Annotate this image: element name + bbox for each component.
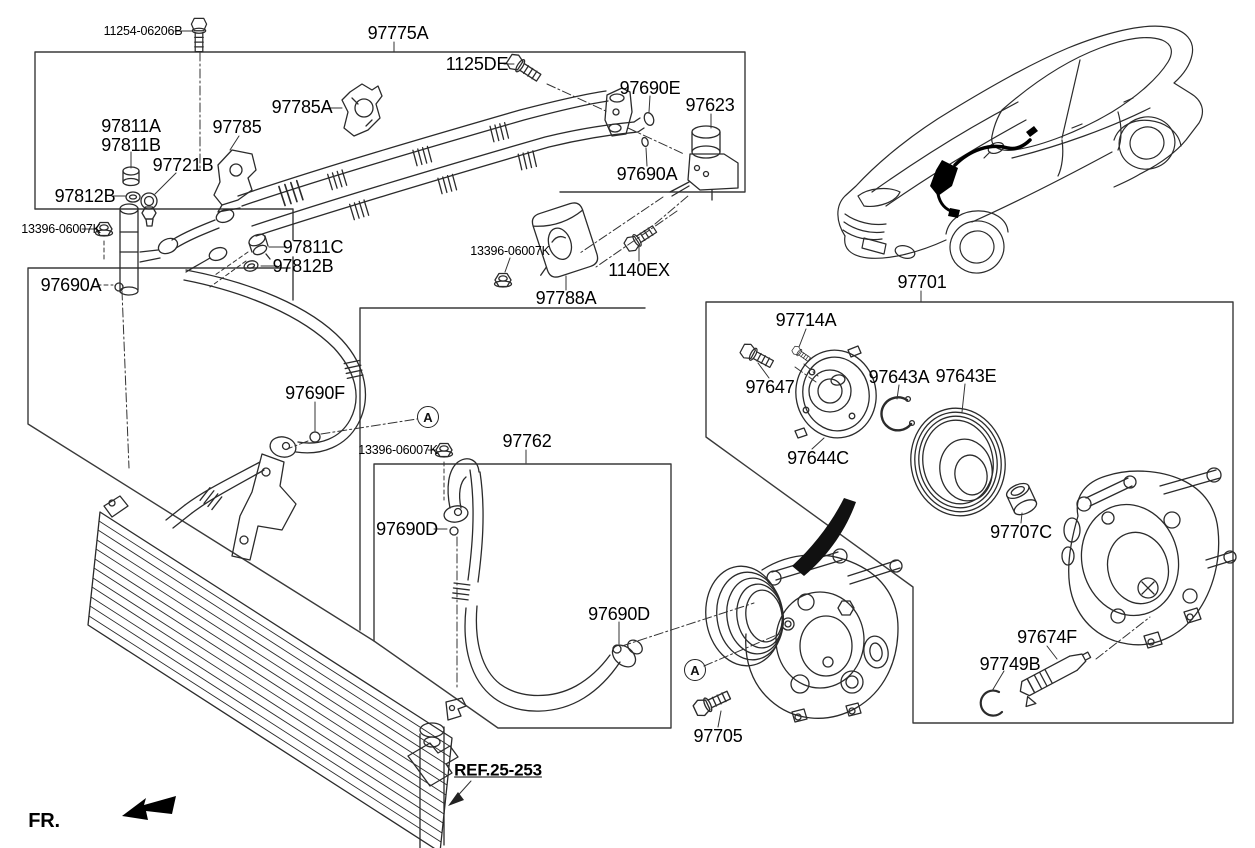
oring-97690f-icon	[309, 431, 321, 443]
part-label-97785: 97785	[212, 117, 262, 137]
part-label-97647: 97647	[745, 377, 795, 397]
part-label-97705: 97705	[693, 726, 743, 746]
bearing-97707c-icon	[1005, 482, 1038, 516]
part-label-97674f: 97674F	[1017, 627, 1077, 647]
receiver-drier-drawing	[407, 697, 467, 848]
valve-97674f-icon	[1019, 651, 1092, 708]
bracket-97785-icon	[213, 149, 257, 213]
oring-97690d-right-icon	[612, 644, 622, 654]
condenser-drawing	[87, 453, 467, 848]
banjo-fitting-icon	[443, 505, 469, 523]
box-compressor	[705, 301, 1234, 724]
part-label-97690e: 97690E	[619, 78, 681, 98]
box-middle	[359, 307, 646, 631]
fr-direction-arrow-icon	[122, 796, 176, 820]
ring-97812b-left-icon	[125, 191, 141, 203]
part-label-97811b: 97811B	[101, 135, 161, 155]
oring-97690a-left-icon	[114, 282, 124, 292]
valve-97623-icon	[669, 125, 739, 201]
part-label-97623: 97623	[685, 95, 735, 115]
dash-dot-axes	[121, 51, 1151, 691]
drier-tube-icon	[119, 203, 139, 296]
part-label-97714a: 97714A	[775, 310, 837, 330]
part-label-97788a: 97788A	[535, 288, 597, 308]
part-label-97775a: 97775A	[367, 23, 429, 43]
ring-97812b-2-icon	[243, 260, 259, 272]
pipe-end-manifold-icon	[604, 87, 645, 137]
part-label-97762: 97762	[502, 431, 552, 451]
condenser-clip-icon	[103, 495, 129, 518]
dashed-leaders	[96, 240, 445, 501]
part-label-1125de: 1125DE	[445, 54, 509, 74]
grommet-97811ab-icon	[122, 166, 140, 187]
nut-13396-muffler-icon	[493, 272, 513, 288]
compressor-left-drawing	[691, 498, 903, 723]
box-suction-hose	[373, 463, 672, 729]
bolt-97647-icon	[738, 341, 776, 372]
part-label-97690d: 97690D	[376, 519, 438, 539]
bolt-1125de-icon	[504, 51, 544, 86]
clutch-disc-97644c-icon	[794, 345, 877, 439]
part-label-97811a: 97811A	[101, 116, 161, 136]
car-drawing	[837, 25, 1203, 274]
part-label-97644c: 97644C	[787, 448, 849, 468]
part-label-13396-06007k: 13396-06007K	[21, 221, 101, 236]
detail-marker-a-2: A	[684, 659, 706, 681]
leader-lines	[81, 30, 1058, 806]
part-label-97785a: 97785A	[271, 97, 333, 117]
oring-97690e-icon	[643, 112, 655, 126]
suction-hose-97762-drawing	[434, 442, 643, 712]
bolt-11254-icon	[190, 17, 208, 53]
bracket-97785a-icon	[341, 83, 383, 137]
muffler-97788a-icon	[531, 202, 599, 278]
part-label-ref-25-253[interactable]: REF.25-253	[454, 760, 542, 780]
oring-97690d-left-icon	[449, 526, 459, 536]
clutch-parts-drawing	[738, 341, 1038, 517]
part-label-97812b: 97812B	[54, 186, 116, 206]
box-pipe-assembly	[34, 51, 746, 210]
part-label-97721b: 97721B	[152, 155, 214, 175]
belt-swoosh-icon	[792, 498, 856, 576]
detail-marker-a-1: A	[417, 406, 439, 428]
oring-97690a-upper-icon	[641, 136, 649, 148]
grommet-97811c-icon	[248, 233, 271, 260]
part-label-97690d: 97690D	[588, 604, 650, 624]
part-label-1140ex: 1140EX	[608, 260, 670, 280]
part-label-97690f: 97690F	[285, 383, 345, 403]
part-label-13396-06007k: 13396-06007K	[358, 442, 438, 457]
condenser-bracket-icon	[231, 453, 297, 561]
pipe-assembly-drawing	[119, 87, 645, 529]
part-label-97812b: 97812B	[272, 256, 334, 276]
part-label-97643e: 97643E	[935, 366, 997, 386]
part-label-97749b: 97749B	[979, 654, 1041, 674]
small-parts-upper	[94, 17, 739, 443]
sensor-97721b-icon	[140, 192, 158, 227]
snap-ring-97643a-icon	[880, 395, 916, 432]
part-label-97690a: 97690A	[40, 275, 102, 295]
part-label-97707c: 97707C	[990, 522, 1052, 542]
part-label-11254-06206b: 11254-06206B	[103, 23, 183, 38]
oring-97749b-icon	[979, 689, 1004, 717]
part-label-97643a: 97643A	[868, 367, 930, 387]
part-label-97811c: 97811C	[282, 237, 344, 257]
bolt-97705-icon	[691, 686, 733, 719]
part-label-fr-: FR.	[28, 810, 60, 832]
part-label-97690a: 97690A	[616, 164, 678, 184]
part-label-97701: 97701	[897, 272, 947, 292]
compressor-right-drawing	[979, 467, 1237, 717]
part-label-13396-06007k: 13396-06007K	[470, 243, 550, 258]
pulley-97643e-icon	[910, 407, 1006, 517]
